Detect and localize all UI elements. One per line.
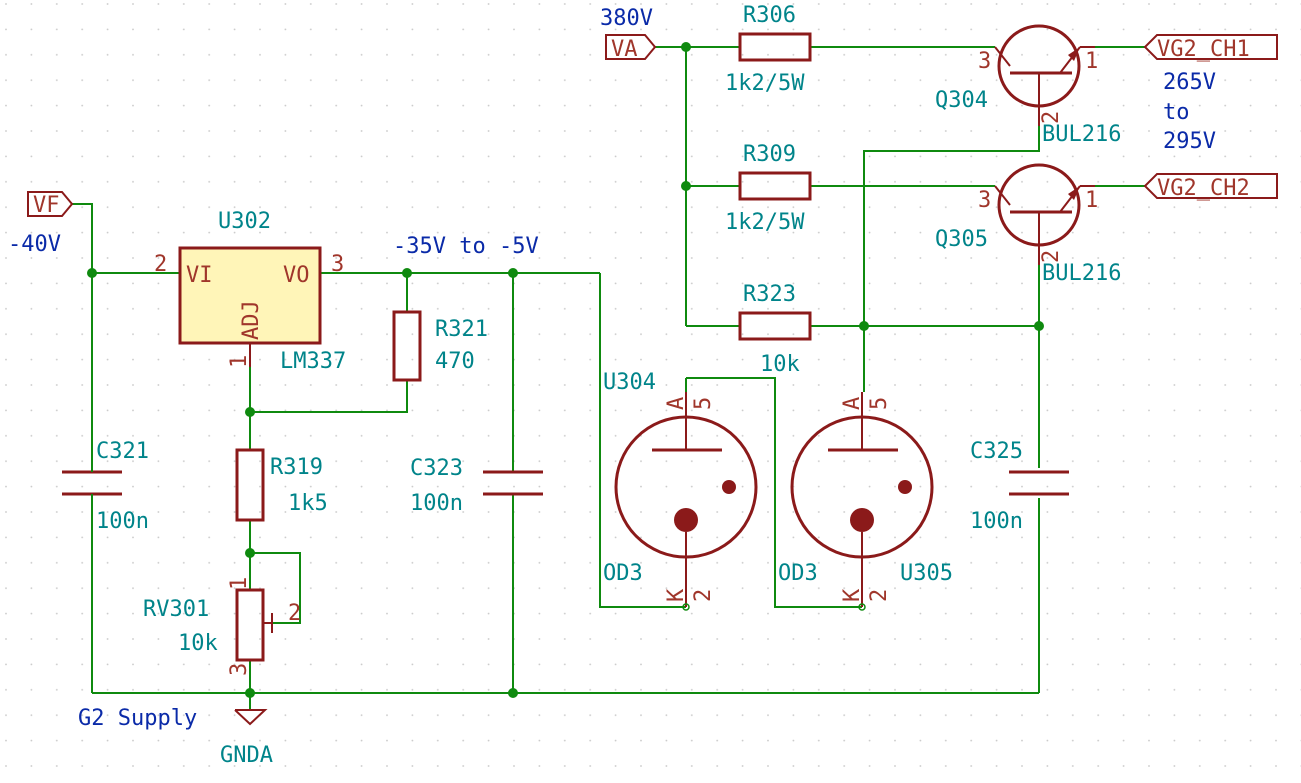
r309-value: 1k2/5W [725, 210, 805, 235]
c321-value: 100n [96, 509, 149, 534]
q304-value: BUL216 [1042, 122, 1121, 147]
q305-pin3-num: 3 [978, 188, 991, 213]
r323-resistor: R323 10k [738, 282, 812, 377]
port-vf: VF [27, 191, 74, 218]
u304-tube: A 5 K 2 U304 OD3 [603, 370, 758, 611]
q304-pin1-num: 1 [1085, 49, 1098, 74]
r319-value: 1k5 [288, 491, 328, 516]
c321-ref: C321 [96, 439, 149, 464]
rv301-pin3-num: 3 [227, 663, 252, 676]
r306-ref: R306 [743, 3, 796, 28]
r319-ref: R319 [270, 455, 323, 480]
c321-capacitor: C321 100n [62, 439, 149, 534]
q305-ref: Q305 [935, 227, 988, 252]
u302-pin-vi: VI [186, 263, 213, 288]
vg2-range-line1: 265V [1163, 70, 1216, 95]
rv301-pin2-num: 2 [288, 601, 301, 626]
rv301-potentiometer: 2 1 3 RV301 10k [143, 577, 301, 676]
u302-pin-vo: VO [283, 263, 310, 288]
r319-resistor: R319 1k5 [235, 448, 328, 522]
c323-value: 100n [410, 491, 463, 516]
q305-pin1-num: 1 [1085, 188, 1098, 213]
u302-value: LM337 [280, 349, 346, 374]
q304-ref: Q304 [935, 88, 988, 113]
rv301-value: 10k [178, 631, 218, 656]
u305-pin-a: A [840, 397, 865, 410]
r323-value: 10k [760, 352, 800, 377]
u302-pin1-num: 1 [227, 355, 252, 368]
vg2-range-line2: to [1163, 100, 1190, 125]
sheet-label: G2 Supply [78, 706, 197, 731]
c325-value: 100n [970, 509, 1023, 534]
u305-value: OD3 [778, 561, 818, 586]
r306-value: 1k2/5W [725, 71, 805, 96]
r309-ref: R309 [743, 142, 796, 167]
u304-pin2-num: 2 [691, 589, 716, 602]
u305-pin5-num: 5 [867, 397, 892, 410]
rv301-ref: RV301 [143, 597, 209, 622]
port-vg2-ch1-label: VG2_CH1 [1157, 37, 1250, 62]
reg-out-voltage-label: -35V to -5V [393, 234, 539, 259]
u304-pin-a: A [664, 397, 689, 410]
u304-pin-k: K [664, 588, 689, 602]
vg2-range-line3: 295V [1163, 129, 1216, 154]
vf-voltage-label: -40V [8, 232, 61, 257]
r306-resistor: R306 1k2/5W [725, 3, 812, 96]
va-voltage-label: 380V [600, 6, 653, 31]
ground-label: GNDA [220, 743, 273, 768]
u304-value: OD3 [603, 561, 643, 586]
u305-pin-k: K [840, 588, 865, 602]
r309-resistor: R309 1k2/5W [725, 142, 812, 235]
wires [72, 46, 1145, 710]
port-vg2-ch2-label: VG2_CH2 [1157, 176, 1250, 201]
c323-ref: C323 [410, 456, 463, 481]
c323-capacitor: C323 100n [410, 456, 543, 516]
u304-ref: U304 [603, 370, 656, 395]
u305-tube: A 5 K 2 U305 OD3 [778, 392, 953, 611]
r321-ref: R321 [435, 317, 488, 342]
port-vf-label: VF [33, 193, 60, 218]
q305-transistor: 3 1 2 Q305 BUL216 [935, 163, 1121, 286]
port-vg2-ch1: VG2_CH1 [1143, 34, 1278, 62]
junctions [87, 42, 1044, 698]
u302-pin2-num: 2 [154, 252, 167, 277]
q304-pin3-num: 3 [978, 49, 991, 74]
r323-ref: R323 [743, 282, 796, 307]
r321-value: 470 [435, 349, 475, 374]
rv301-pin1-num: 1 [227, 577, 252, 590]
r321-resistor: R321 470 [392, 310, 488, 382]
u302-pin3-num: 3 [331, 252, 344, 277]
c325-ref: C325 [970, 439, 1023, 464]
ground-symbol: GNDA [220, 709, 273, 768]
u305-ref: U305 [900, 561, 953, 586]
port-va: VA [605, 34, 657, 62]
u304-pin5-num: 5 [691, 397, 716, 410]
u302-ref: U302 [218, 209, 271, 234]
port-vg2-ch2: VG2_CH2 [1143, 173, 1278, 201]
q304-pin2-num: 2 [1039, 111, 1064, 124]
port-va-label: VA [611, 37, 638, 62]
q305-value: BUL216 [1042, 261, 1121, 286]
c325-capacitor: C325 100n [970, 439, 1069, 534]
u302-regulator: VI VO ADJ 2 3 1 U302 LM337 [154, 209, 346, 374]
u302-pin-adj: ADJ [239, 300, 264, 340]
q304-transistor: 3 1 2 Q304 BUL216 [935, 24, 1121, 147]
u305-pin2-num: 2 [867, 589, 892, 602]
q305-pin2-num: 2 [1039, 250, 1064, 263]
